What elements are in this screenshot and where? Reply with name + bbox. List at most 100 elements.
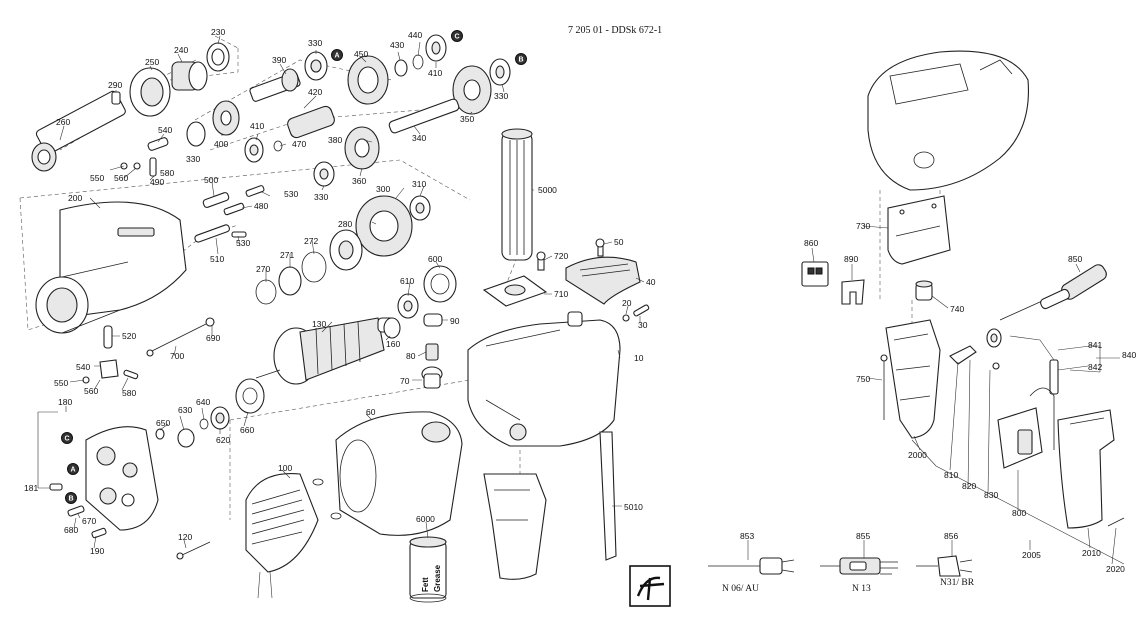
grease-can-label-2: Grease: [433, 564, 442, 592]
key-290: [111, 91, 121, 105]
callout-100: 100: [278, 463, 292, 473]
callout-650: 650: [156, 418, 170, 428]
callout-160: 160: [386, 339, 400, 349]
callout-550-lower: 550: [54, 378, 68, 388]
gear-housing-200: [35, 201, 187, 334]
callout-500: 500: [204, 175, 218, 185]
callout-330-left: 330: [186, 154, 200, 164]
gear-300: [355, 195, 413, 257]
bushing-740: [915, 280, 933, 301]
callout-810: 810: [944, 470, 958, 480]
bracket-840: [1069, 345, 1120, 373]
screw-2020: [1107, 517, 1125, 527]
assembly-markers: A C B C A B: [61, 30, 527, 504]
pin-520: [103, 325, 113, 349]
screws-181-190: [49, 483, 107, 539]
screw-720: [536, 251, 546, 271]
callout-5000: 5000: [538, 185, 557, 195]
screw-750: [880, 354, 888, 420]
callout-620: 620: [216, 435, 230, 445]
callout-490: 490: [150, 177, 164, 187]
gear-450: [347, 55, 389, 105]
flange-710: [482, 275, 548, 307]
nut-310: [409, 195, 431, 221]
callout-340: 340: [412, 133, 426, 143]
callout-540-upper: 540: [158, 125, 172, 135]
grease-can-label-1: Fett: [421, 577, 430, 592]
ring-470: [273, 140, 283, 152]
callout-120: 120: [178, 532, 192, 542]
callout-710: 710: [554, 289, 568, 299]
detent-pins-upper: [120, 137, 265, 243]
callout-400: 400: [214, 139, 228, 149]
handle-half: [483, 473, 547, 580]
end-flange-180: [85, 426, 159, 531]
callout-430: 430: [390, 40, 404, 50]
motor-housing-2000-top: [867, 50, 1029, 191]
callout-2020: 2020: [1106, 564, 1125, 574]
marker-c-lower: C: [64, 436, 69, 443]
callout-690: 690: [206, 333, 220, 343]
callout-50: 50: [614, 237, 624, 247]
callout-240: 240: [174, 45, 188, 55]
callout-580-lower: 580: [122, 388, 136, 398]
plug-853: [708, 540, 795, 575]
marker-a-lower: A: [70, 467, 75, 474]
washer-430: [394, 59, 408, 77]
callout-40: 40: [646, 277, 656, 287]
callout-labels: 230 240 250 290 260 330 390 450 430 440 …: [24, 27, 1136, 574]
callout-390: 390: [272, 55, 286, 65]
callout-360: 360: [352, 176, 366, 186]
callout-856: 856: [944, 531, 958, 541]
callout-750: 750: [856, 374, 870, 384]
needle-bearing-240: [171, 61, 208, 91]
callout-580-upper: 580: [160, 168, 174, 178]
cable-850: [999, 264, 1107, 321]
callout-630: 630: [178, 405, 192, 415]
ring-440: [412, 54, 424, 70]
plug-variant-captions: N 06/ AU N 13 N31/ BR: [722, 578, 975, 594]
circlip-270: [255, 279, 277, 305]
plug-855: [820, 540, 898, 575]
cover-plate-40: [565, 256, 641, 305]
callout-680: 680: [64, 525, 78, 535]
callout-70: 70: [400, 376, 410, 386]
callout-130: 130: [312, 319, 326, 329]
callout-470: 470: [292, 139, 306, 149]
callout-670: 670: [82, 516, 96, 526]
bearing-280: [329, 229, 363, 271]
suppressor-860: [801, 261, 829, 287]
extension-tube-5000: [501, 128, 533, 261]
callout-30: 30: [638, 320, 648, 330]
handle-shell-2010: [1057, 409, 1115, 529]
ring-230: [206, 42, 230, 72]
plug-caption-853: N 06/ AU: [722, 584, 759, 594]
screw-50: [595, 238, 605, 257]
callout-410-top: 410: [428, 68, 442, 78]
callout-420: 420: [308, 87, 322, 97]
callout-290: 290: [108, 80, 122, 90]
callout-2005: 2005: [1022, 550, 1041, 560]
wrench-5010: [599, 431, 617, 561]
gear-380: [344, 126, 380, 170]
callout-600: 600: [428, 254, 442, 264]
gear-400: [212, 100, 240, 136]
gear-350: [452, 65, 492, 115]
bearing-610: [397, 293, 419, 319]
callout-510: 510: [210, 254, 224, 264]
callout-890: 890: [844, 254, 858, 264]
leader-lines: [59, 35, 1117, 565]
callout-60: 60: [366, 407, 376, 417]
callout-855: 855: [856, 531, 870, 541]
callout-200: 200: [68, 193, 82, 203]
stator-100: [245, 472, 342, 599]
callout-300: 300: [376, 184, 390, 194]
callout-610: 610: [400, 276, 414, 286]
screw-20-30: [622, 304, 650, 322]
drawing-reference: 7 205 01 - DDSk 672-1: [568, 25, 662, 36]
callout-560-lower: 560: [84, 386, 98, 396]
bearing-stack-620-660: [155, 378, 265, 448]
ring-272: [301, 251, 327, 283]
callout-450: 450: [354, 49, 368, 59]
callout-250: 250: [145, 57, 159, 67]
